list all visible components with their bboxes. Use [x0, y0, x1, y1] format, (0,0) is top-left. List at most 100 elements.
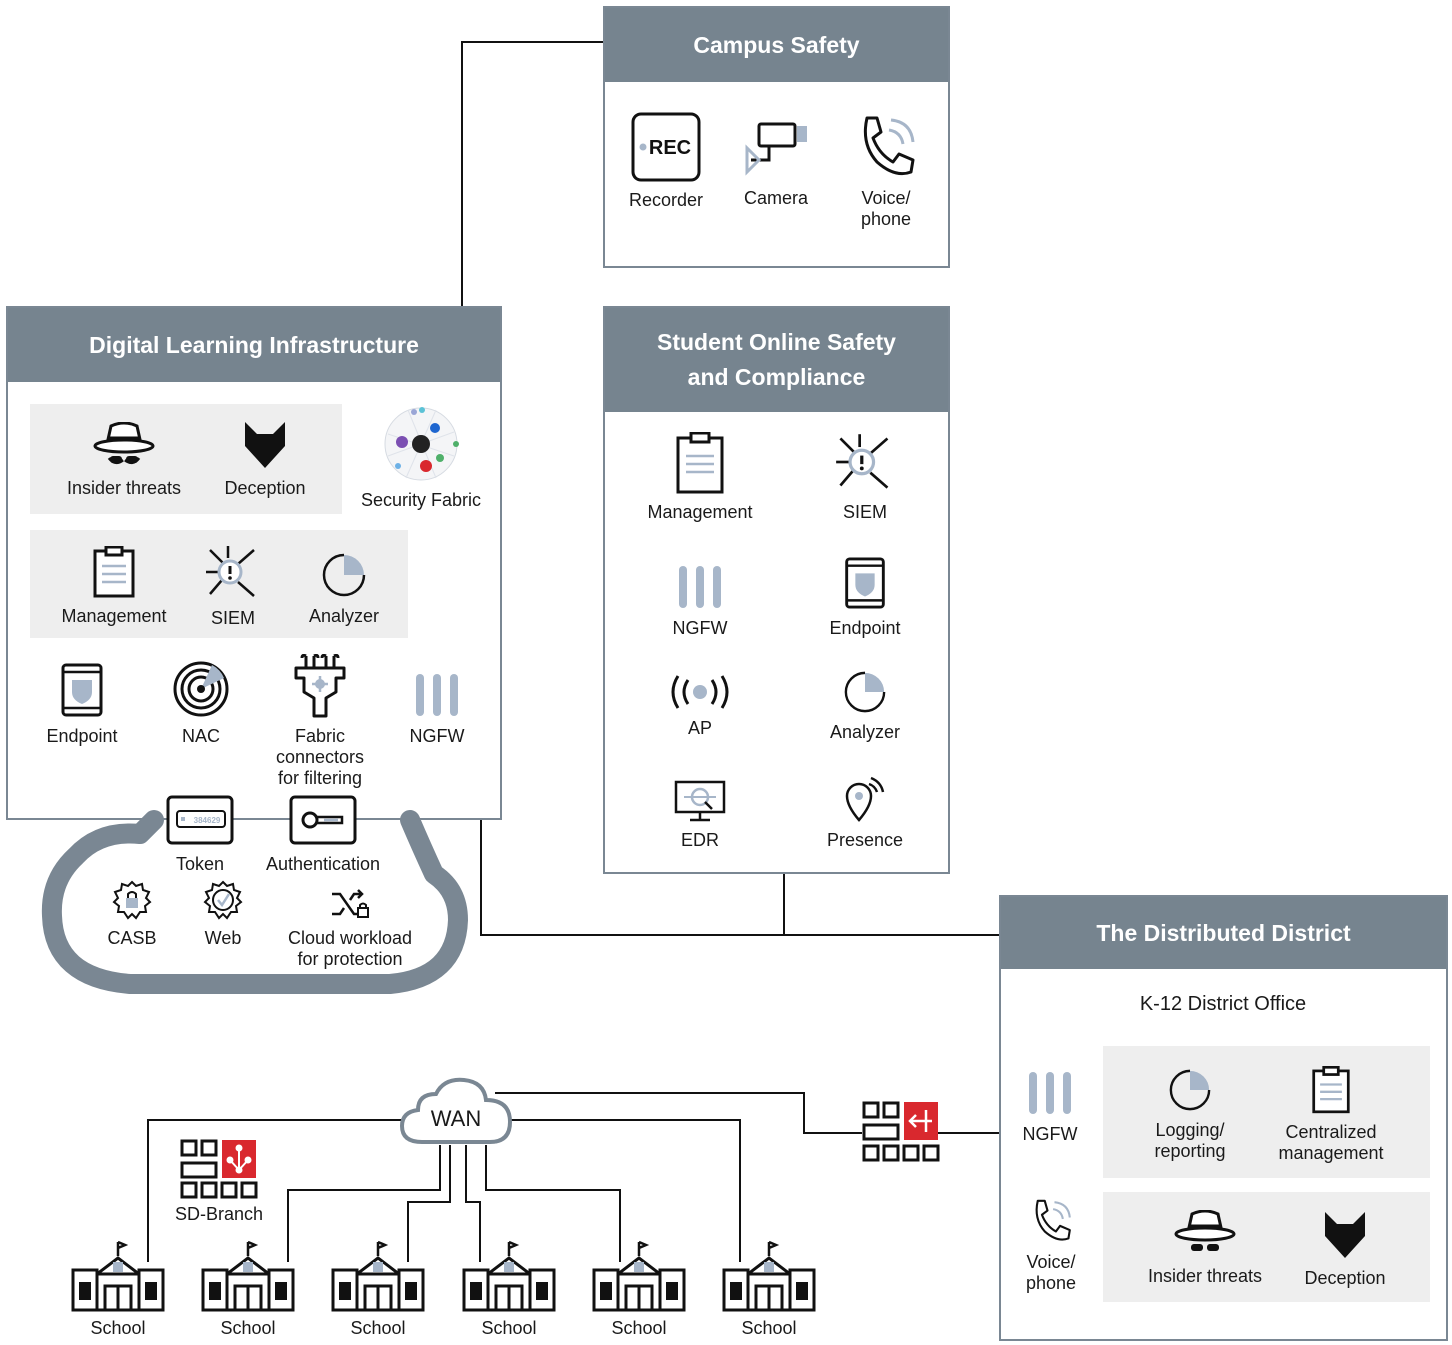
rec-badge-text: REC: [649, 137, 691, 159]
student-safety-panel: Student Online Safety and Compliance: [603, 306, 950, 874]
camera-item: Camera: [731, 118, 821, 209]
sos-analyzer-label: Analyzer: [829, 722, 901, 742]
school-building-icon: [592, 1240, 686, 1312]
school-building-icon: [462, 1240, 556, 1312]
deception-label: Deception: [224, 478, 306, 498]
sd-branch-label: SD-Branch: [174, 1204, 264, 1224]
district-logging-label: Logging/ reporting: [1154, 1120, 1226, 1161]
school-2: School: [200, 1240, 296, 1339]
fabric-connectors-item: Fabric connectors for filtering: [260, 654, 380, 789]
analyzer-icon: [322, 553, 366, 597]
endpoint-item: Endpoint: [36, 662, 128, 747]
campus-safety-title: Campus Safety: [605, 8, 948, 82]
voice-phone-item: Voice/ phone: [841, 114, 931, 230]
presence-pin-icon: [845, 776, 885, 822]
district-central-mgmt-label: Centralized management: [1278, 1122, 1384, 1163]
sos-siem-label: SIEM: [842, 502, 887, 522]
sos-management-label: Management: [647, 502, 753, 522]
school-5: School: [591, 1240, 687, 1339]
analyzer-icon: [844, 671, 886, 713]
school-label: School: [481, 1318, 537, 1338]
casb-label: CASB: [107, 928, 157, 948]
school-3: School: [330, 1240, 426, 1339]
nac-item: NAC: [166, 660, 236, 747]
student-safety-title: Student Online Safety and Compliance: [605, 308, 948, 412]
school-label: School: [220, 1318, 276, 1338]
recorder-item: REC Recorder: [616, 112, 716, 211]
ngfw-icon: [416, 674, 458, 716]
school-label: School: [741, 1318, 797, 1338]
sos-endpoint-item: Endpoint: [818, 556, 912, 639]
sos-ap-item: AP: [664, 674, 736, 739]
token-icon: 384629: [166, 795, 234, 845]
cloud-workload-label: Cloud workload for protection: [287, 928, 413, 969]
school-building-icon: [201, 1240, 295, 1312]
recorder-label: Recorder: [628, 190, 704, 210]
school-6: School: [721, 1240, 817, 1339]
district-deception-label: Deception: [1304, 1268, 1386, 1288]
cloud-workload-item: Cloud workload for protection: [270, 888, 430, 970]
siem-icon: [836, 434, 889, 489]
spy-hat-icon: [1174, 1210, 1236, 1251]
district-insider-label: Insider threats: [1147, 1266, 1263, 1286]
access-point-icon: [671, 675, 729, 709]
nac-radar-icon: [173, 661, 229, 717]
insider-threats-item: Insider threats: [54, 422, 194, 499]
workload-shuffle-icon: [332, 889, 369, 918]
edr-monitor-icon: [674, 780, 726, 822]
ngfw-icon: [1029, 1072, 1071, 1114]
district-firewall-icon: [862, 1101, 940, 1162]
web-gear-icon: [203, 880, 243, 920]
wan-cloud-icon: [399, 1077, 513, 1144]
district-deception-item: Deception: [1288, 1210, 1402, 1289]
sos-management-item: Management: [636, 432, 764, 523]
management-item: Management: [50, 546, 178, 627]
school-4: School: [461, 1240, 557, 1339]
security-fabric-label: Security Fabric: [360, 490, 482, 510]
token-label: Token: [175, 854, 225, 874]
sos-edr-item: EDR: [664, 780, 736, 851]
deception-item: Deception: [205, 420, 325, 499]
threats-group: [30, 404, 342, 514]
school-building-icon: [722, 1240, 816, 1312]
endpoint-label: Endpoint: [46, 726, 118, 746]
district-ngfw-item: NGFW: [1014, 1070, 1086, 1145]
nac-label: NAC: [181, 726, 220, 746]
key-icon: [289, 795, 357, 845]
rec-icon: REC: [631, 112, 701, 182]
plug-icon: [294, 654, 346, 718]
fabric-connectors-label: Fabric connectors for filtering: [275, 726, 365, 788]
spy-hat-icon: [93, 422, 155, 465]
district-insider-item: Insider threats: [1130, 1210, 1280, 1287]
authentication-item: Authentication: [252, 794, 394, 875]
sos-siem-item: SIEM: [830, 430, 900, 523]
school-label: School: [90, 1318, 146, 1338]
sos-presence-label: Presence: [826, 830, 904, 850]
district-logging-group: [1103, 1046, 1430, 1178]
school-building-icon: [331, 1240, 425, 1312]
web-item: Web: [192, 880, 254, 949]
phone-icon: [863, 116, 915, 176]
security-fabric-item: Security Fabric: [351, 404, 491, 511]
siem-icon: [206, 546, 255, 597]
siem-item: SIEM: [198, 544, 268, 629]
authentication-label: Authentication: [265, 854, 381, 874]
siem-label: SIEM: [210, 608, 255, 628]
fox-mask-icon: [1325, 1212, 1365, 1258]
district-ngfw-label: NGFW: [1022, 1124, 1078, 1144]
analyzer-label: Analyzer: [308, 606, 380, 626]
school-label: School: [350, 1318, 406, 1338]
sd-branch-icon: [180, 1139, 258, 1199]
analyzer-item: Analyzer: [294, 552, 394, 627]
sos-ngfw-label: NGFW: [672, 618, 728, 638]
voice-phone-label: Voice/ phone: [860, 188, 912, 229]
token-item: 384629 Token: [160, 794, 240, 875]
sos-analyzer-item: Analyzer: [818, 670, 912, 743]
clipboard-icon: [93, 546, 135, 598]
ngfw-item: NGFW: [400, 672, 474, 747]
camera-label: Camera: [743, 188, 809, 208]
ngfw-icon: [679, 566, 721, 608]
fox-mask-icon: [245, 422, 285, 468]
school-building-icon: [71, 1240, 165, 1312]
